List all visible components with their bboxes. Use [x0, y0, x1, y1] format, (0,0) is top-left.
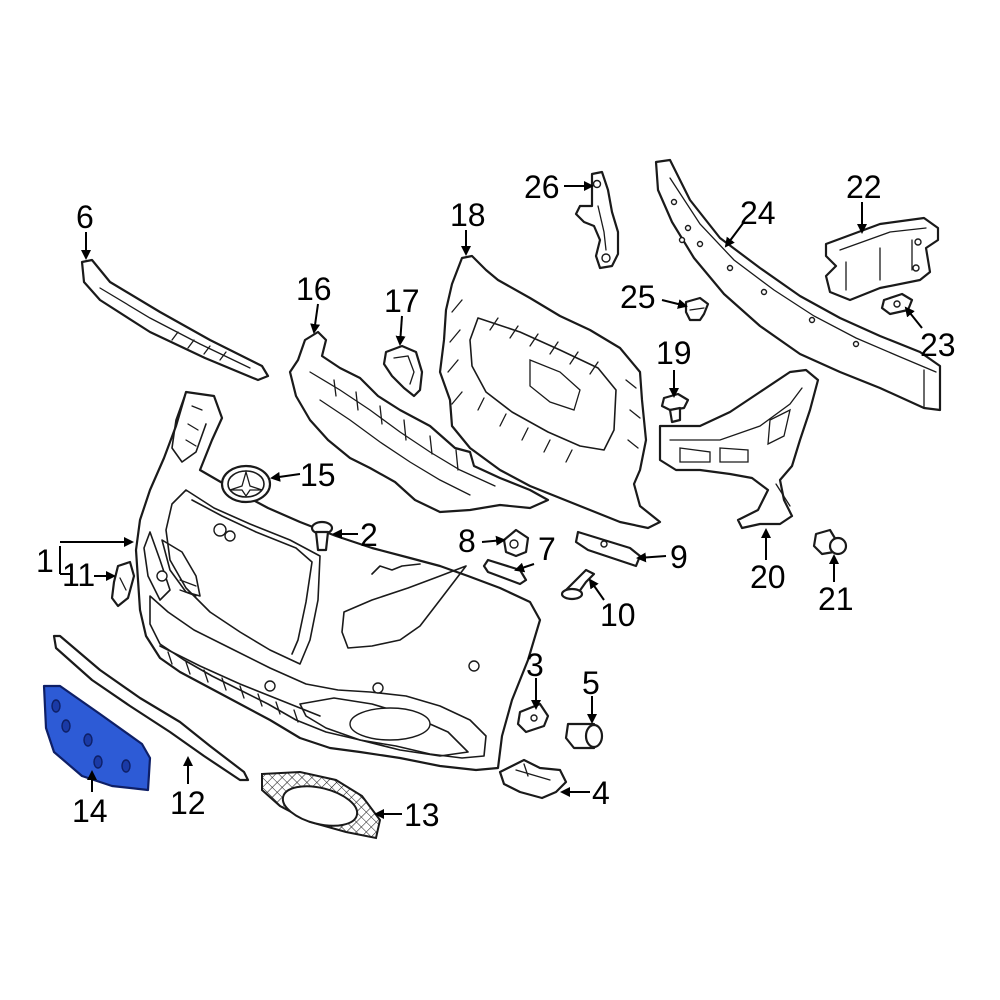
- callout-2: 2: [360, 517, 378, 553]
- callout-21: 21: [818, 581, 854, 617]
- part-15-emblem[interactable]: [220, 464, 272, 504]
- callout-3: 3: [526, 647, 544, 683]
- callout-12: 12: [170, 785, 206, 821]
- part-8-clip[interactable]: [502, 528, 530, 558]
- callout-5: 5: [582, 665, 600, 701]
- part-22-absorber-bracket[interactable]: [824, 216, 940, 302]
- part-21-clip[interactable]: [812, 528, 848, 556]
- part-14-license-plate-bracket[interactable]: [42, 684, 152, 792]
- callout-19: 19: [656, 335, 692, 371]
- callout-17: 17: [384, 283, 420, 319]
- part-19-bolt[interactable]: [660, 392, 690, 424]
- callout-labels: 1 2 3 4 5 6 7 8 9 10 11 12 13 14 15 16 1…: [36, 169, 956, 833]
- part-4-guide[interactable]: [498, 758, 568, 800]
- callout-25: 25: [620, 279, 656, 315]
- part-9-guide-rail[interactable]: [574, 530, 642, 568]
- callout-8: 8: [458, 523, 476, 559]
- part-1-bumper-cover[interactable]: [134, 390, 542, 772]
- part-2-bolt[interactable]: [310, 520, 334, 552]
- callout-6: 6: [76, 199, 94, 235]
- part-13-grille-insert[interactable]: [261, 770, 382, 840]
- callout-7: 7: [538, 531, 556, 567]
- leader-lines: [59, 181, 923, 819]
- part-17-side-bracket[interactable]: [382, 344, 424, 398]
- part-6-trim-strip[interactable]: [80, 258, 270, 382]
- callout-20: 20: [750, 559, 786, 595]
- callout-15: 15: [300, 457, 336, 493]
- part-7-bracket[interactable]: [482, 558, 528, 586]
- part-24-impact-bar[interactable]: [654, 158, 942, 412]
- callout-1: 1: [36, 543, 54, 579]
- callout-22: 22: [846, 169, 882, 205]
- callout-11: 11: [62, 557, 95, 593]
- part-5-rubber-stop[interactable]: [564, 722, 604, 750]
- part-12-lower-trim[interactable]: [52, 634, 250, 782]
- part-16-upper-bracket[interactable]: [288, 330, 550, 514]
- callout-10: 10: [600, 597, 636, 633]
- callout-13: 13: [404, 797, 440, 833]
- part-18-grille-carrier[interactable]: [438, 254, 662, 530]
- callout-16: 16: [296, 271, 332, 307]
- callout-18: 18: [450, 197, 486, 233]
- part-3-clip[interactable]: [516, 702, 550, 734]
- part-20-side-bracket[interactable]: [658, 368, 820, 530]
- callout-4: 4: [592, 775, 610, 811]
- callout-24: 24: [740, 195, 776, 231]
- callout-9: 9: [670, 539, 688, 575]
- part-25-push-clip[interactable]: [684, 296, 710, 322]
- callout-26: 26: [524, 169, 560, 205]
- callout-23: 23: [920, 327, 956, 363]
- part-11-cap[interactable]: [110, 560, 136, 608]
- part-10-bolt[interactable]: [560, 568, 596, 601]
- callout-14: 14: [72, 793, 108, 829]
